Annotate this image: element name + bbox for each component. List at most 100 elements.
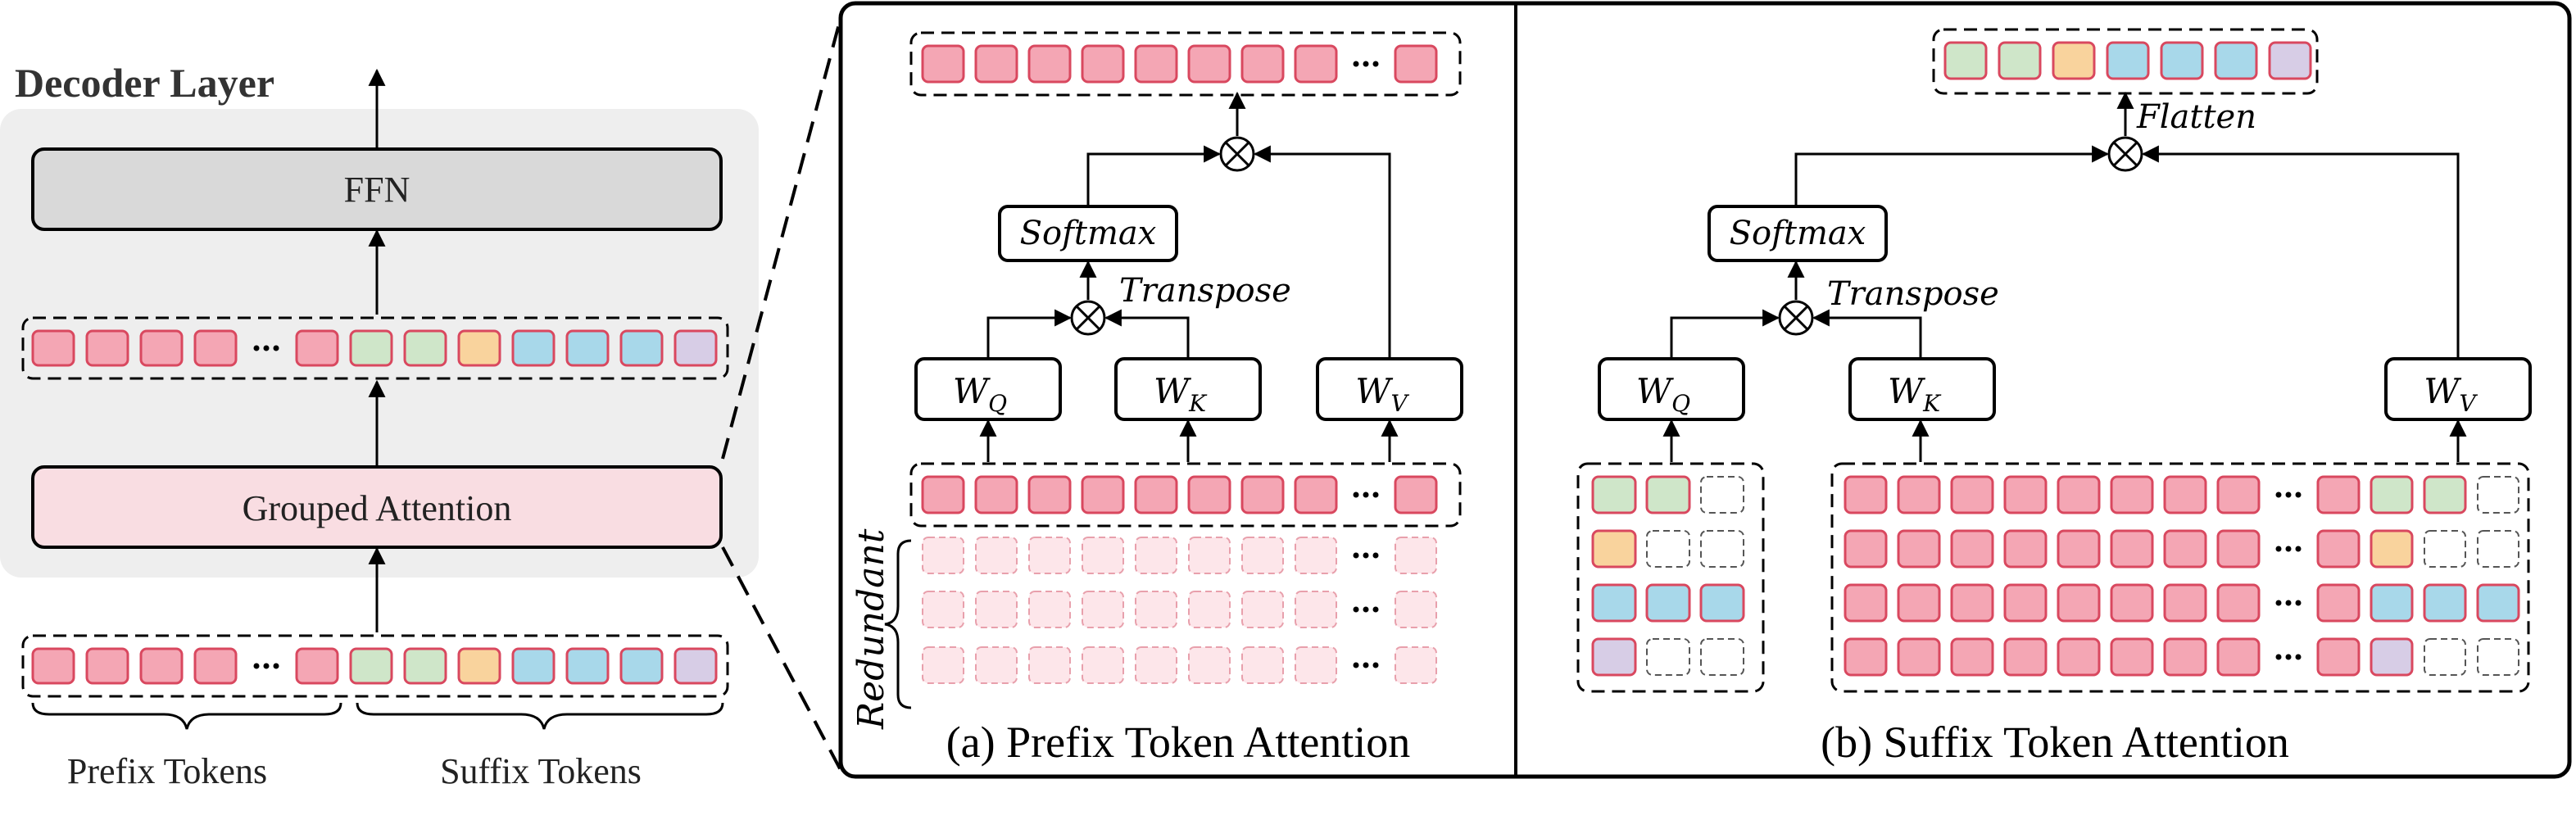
prefix-brace: [31, 702, 342, 730]
ellipsis-dot: [2275, 600, 2282, 606]
token: [1028, 646, 1071, 684]
token: [295, 329, 339, 367]
token: [2057, 529, 2101, 569]
token: [1187, 475, 1231, 514]
token: [1135, 537, 1177, 574]
token: [2110, 583, 2154, 623]
token: [193, 647, 238, 685]
token: [1943, 41, 1988, 80]
arrow-wk-to-mult-b: [1812, 309, 1922, 357]
token: [1295, 591, 1337, 628]
token: [1240, 44, 1285, 84]
token: [1027, 44, 1072, 84]
token: [1241, 537, 1284, 574]
wq-label-a: WQ: [953, 371, 1007, 417]
ellipsis-dot: [2275, 546, 2282, 552]
token: [1028, 591, 1071, 628]
token: [673, 329, 718, 367]
arrow-wk-to-mult-a: [1104, 309, 1190, 357]
arrow-wq-to-mult-a: [986, 309, 1073, 357]
token: [1082, 591, 1124, 628]
token: [2316, 475, 2361, 514]
token: [1897, 637, 1941, 677]
token: [457, 647, 501, 685]
token: [1395, 646, 1437, 684]
token: [1844, 637, 1888, 677]
token: [2216, 529, 2261, 569]
token: [1028, 537, 1071, 574]
token: [1188, 591, 1231, 628]
ellipsis-dot: [253, 663, 260, 669]
wk-label-a: WK: [1154, 371, 1208, 417]
token: [2316, 583, 2361, 623]
suffix-query-grid: [1576, 462, 1765, 693]
suffix-brace: [356, 702, 724, 730]
suffix-key-grid: [1830, 462, 2530, 693]
wq-label-b: WQ: [1636, 371, 1690, 417]
ellipsis-dot: [1372, 61, 1379, 67]
ellipsis-dot: [1363, 662, 1369, 668]
dashed-frame: [1576, 462, 1765, 693]
ellipsis-dot: [1372, 492, 1379, 498]
ellipsis-dot: [2285, 546, 2292, 552]
ellipsis-dot: [1372, 662, 1379, 668]
token: [1897, 475, 1941, 514]
token: [1188, 646, 1231, 684]
token: [1699, 583, 1745, 623]
prefix-output-token-row: [909, 31, 1462, 97]
redundant-brace: [884, 539, 912, 709]
token: [403, 329, 447, 367]
token: [1135, 646, 1177, 684]
token: [1240, 475, 1285, 514]
token: [1591, 475, 1637, 514]
grouped-attention-label: Grouped Attention: [243, 488, 512, 528]
ellipsis-dot: [263, 663, 270, 669]
softmax-label-a: Softmax: [1020, 215, 1157, 252]
token: [2003, 529, 2048, 569]
ellipsis-dot: [2285, 492, 2292, 498]
token: [1844, 475, 1888, 514]
token: [1241, 646, 1284, 684]
token: [565, 647, 610, 685]
redundant-label: Redundant: [850, 528, 892, 730]
token: [2424, 638, 2466, 676]
multiply-icon: [1219, 136, 1255, 172]
multiply-icon: [1070, 300, 1106, 336]
token: [921, 44, 965, 84]
token: [2268, 41, 2312, 80]
token: [2003, 637, 2048, 677]
token: [1082, 646, 1124, 684]
token: [1591, 637, 1637, 677]
ellipsis-dot: [1363, 606, 1369, 613]
token: [349, 647, 393, 685]
ellipsis-dot: [1353, 61, 1359, 67]
token: [2370, 475, 2414, 514]
suffix-attention-caption: (b) Suffix Token Attention: [1821, 718, 2289, 767]
token: [1700, 638, 1744, 676]
token: [349, 329, 393, 367]
token: [1188, 537, 1231, 574]
arrow-softmax-to-mult-a: [1086, 145, 1222, 205]
token: [2477, 530, 2519, 568]
token: [619, 647, 664, 685]
token: [2160, 41, 2204, 80]
suffix-output-token-row: [1932, 28, 2319, 95]
ellipsis-dot: [273, 663, 279, 669]
token: [2163, 529, 2207, 569]
token: [2163, 475, 2207, 514]
token: [1081, 475, 1125, 514]
token: [1187, 44, 1231, 84]
ellipsis-dot: [1363, 492, 1369, 498]
ellipsis-dot: [2295, 546, 2302, 552]
arrow-wv-to-mult-b: [2141, 145, 2460, 357]
token: [1950, 475, 1994, 514]
zoom-line-bottom: [721, 546, 842, 771]
wv-label-a: WV: [1355, 371, 1409, 417]
token: [1897, 583, 1941, 623]
multiply-icon: [1778, 300, 1814, 336]
arrow-wq-to-mult-b: [1670, 309, 1780, 357]
token: [2106, 41, 2150, 80]
dashed-frame: [909, 31, 1462, 97]
token: [139, 647, 184, 685]
token: [1135, 591, 1177, 628]
